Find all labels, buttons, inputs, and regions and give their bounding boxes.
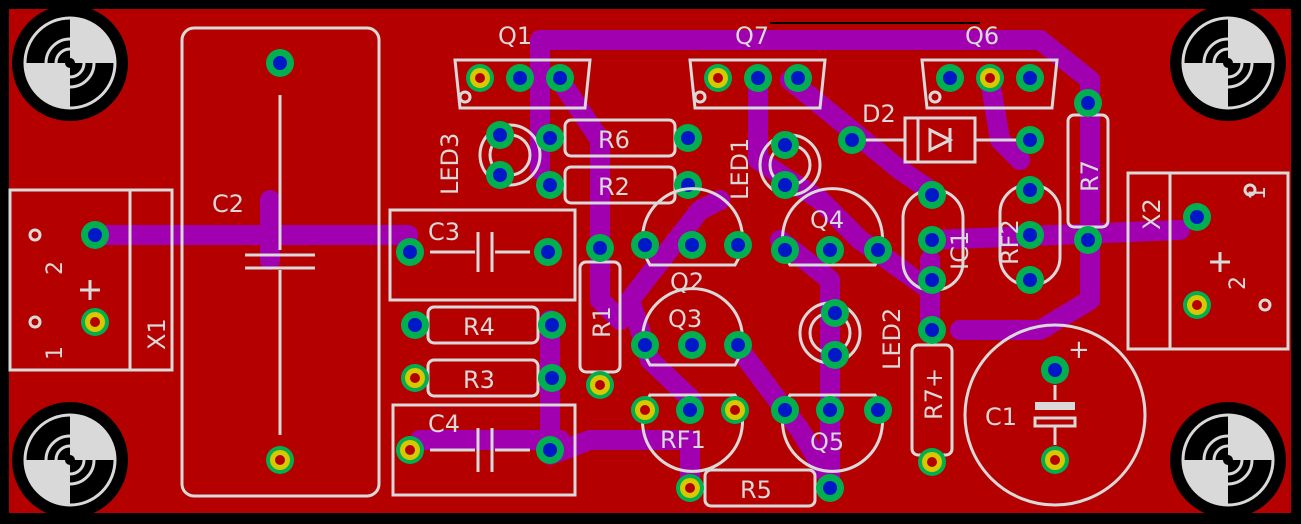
connector-x2: X2 1 2: [1126, 171, 1290, 351]
label-q1: Q1: [498, 22, 532, 50]
label-r4: R4: [463, 313, 495, 341]
component-led3: LED3: [436, 121, 542, 195]
label-c2: C2: [212, 190, 244, 218]
component-c2: C2: [180, 26, 381, 498]
component-q5: Q5: [771, 393, 892, 473]
label-led3: LED3: [436, 133, 464, 195]
label-x1-pin2: 2: [43, 261, 68, 275]
label-c3: C3: [428, 218, 460, 246]
label-r5: R5: [740, 476, 772, 504]
label-led1: LED1: [726, 138, 754, 200]
label-ic1: IC1: [946, 231, 974, 270]
label-c1-plus: +: [1068, 335, 1090, 365]
component-rf2: RF2: [996, 176, 1062, 294]
mount-hole-bottom-left: [10, 400, 130, 520]
label-q4: Q4: [810, 206, 844, 234]
label-d2: D2: [862, 100, 896, 128]
component-r7: R7: [1066, 89, 1110, 254]
label-r1: R1: [588, 306, 616, 338]
component-rf1: RF1: [631, 393, 749, 473]
component-r1: R1: [578, 234, 622, 399]
component-r5: R5: [676, 468, 844, 508]
label-c4: C4: [428, 410, 460, 438]
component-r7plus: R7+: [910, 316, 954, 476]
component-c3: C3: [388, 208, 577, 302]
component-led1: LED1: [726, 131, 822, 200]
component-c4: C4: [391, 403, 577, 497]
mount-hole-top-right: [1168, 3, 1288, 123]
mount-hole-bottom-right: [1168, 400, 1288, 520]
component-q7: Q7: [688, 22, 827, 110]
mount-hole-top-left: [10, 3, 130, 123]
label-r6: R6: [598, 126, 630, 154]
component-r4: R4: [401, 305, 566, 345]
label-r3: R3: [463, 366, 495, 394]
label-q6: Q6: [965, 22, 999, 50]
label-led2: LED2: [878, 308, 906, 370]
component-d2: D2: [838, 100, 1044, 164]
label-x2-pin1: 1: [1246, 186, 1271, 200]
label-x2-pin2: 2: [1226, 276, 1251, 290]
label-r7plus: R7+: [920, 368, 948, 420]
component-r2: R2: [536, 165, 702, 205]
label-q5: Q5: [810, 428, 844, 456]
label-q7: Q7: [735, 22, 769, 50]
label-x1-pin1: 1: [43, 346, 68, 360]
component-q3: Q3: [631, 287, 752, 367]
component-q6: Q6: [920, 22, 1059, 110]
label-r7: R7: [1076, 160, 1104, 192]
component-ic1: IC1: [901, 181, 974, 294]
label-c1: C1: [985, 403, 1017, 431]
label-q3: Q3: [668, 305, 702, 333]
label-rf1: RF1: [660, 426, 706, 454]
component-q4: Q4: [771, 187, 892, 267]
component-led2: LED2: [798, 299, 906, 370]
label-rf2: RF2: [996, 219, 1024, 265]
component-c1: C1 +: [963, 323, 1147, 507]
component-r6: R6: [536, 118, 702, 158]
connector-x1: X1 2 1: [8, 188, 174, 372]
label-x1: X1: [143, 318, 171, 350]
component-q1: Q1: [453, 22, 592, 110]
label-r2: R2: [598, 173, 630, 201]
label-x2: X2: [1138, 198, 1166, 230]
component-r3: R3: [401, 358, 566, 398]
